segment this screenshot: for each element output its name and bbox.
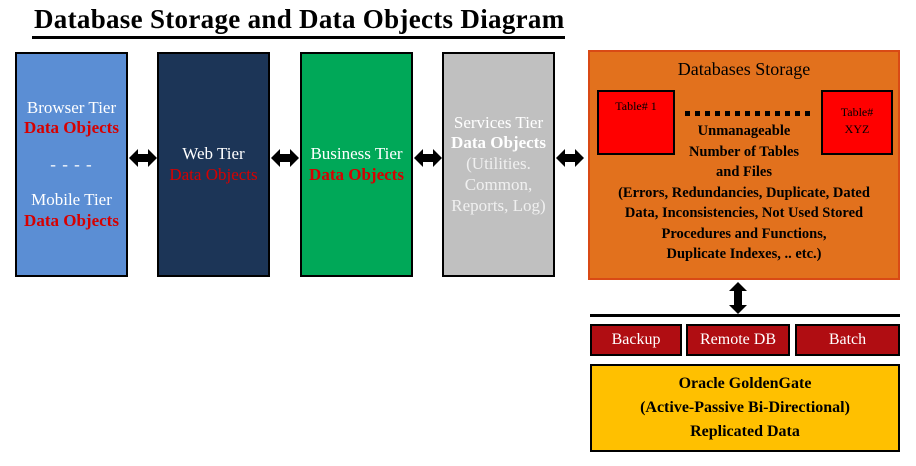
services-tier-sub-line-2: Common, bbox=[464, 174, 533, 194]
title-underline bbox=[32, 36, 565, 39]
storage-body-line: (Errors, Redundancies, Duplicate, Dated bbox=[618, 184, 870, 201]
web-tier-data-objects: Data Objects bbox=[169, 164, 258, 184]
storage-body-line: Unmanageable bbox=[697, 123, 791, 139]
arrow-shaft bbox=[734, 289, 742, 307]
arrow-head-left bbox=[414, 149, 423, 167]
storage-body-line: and Files bbox=[716, 164, 772, 181]
arrow-head-right bbox=[290, 149, 299, 167]
double-headed-vertical-arrow-icon bbox=[729, 282, 747, 314]
table-box-last-label-line2: XYZ bbox=[844, 121, 870, 136]
arrow-head-right bbox=[575, 149, 584, 167]
table-box-first: Table# 1 bbox=[597, 90, 675, 155]
dotted-separator-icon bbox=[685, 111, 813, 116]
arrow-head-right bbox=[433, 149, 442, 167]
services-tier-label: Services Tier bbox=[453, 112, 544, 132]
arrow-shaft bbox=[136, 154, 150, 162]
backup-label: Backup bbox=[611, 331, 661, 348]
tier-web: Web Tier Data Objects bbox=[157, 52, 270, 277]
services-tier-sub-line-1: (Utilities. bbox=[466, 154, 531, 174]
storage-body-line: Number of Tables bbox=[688, 143, 800, 160]
batch-label: Batch bbox=[828, 331, 867, 348]
tier-services: Services Tier Data Objects (Utilities. C… bbox=[442, 52, 555, 277]
services-tier-data-objects: Data Objects bbox=[451, 133, 546, 153]
browser-tier-label: Browser Tier bbox=[26, 97, 117, 117]
browser-tier-data-objects: Data Objects bbox=[24, 118, 119, 138]
page-title: Database Storage and Data Objects Diagra… bbox=[34, 4, 565, 34]
goldengate-line: Oracle GoldenGate bbox=[678, 375, 812, 392]
arrow-shaft bbox=[278, 154, 292, 162]
oracle-goldengate-box: Oracle GoldenGate (Active-Passive Bi-Dir… bbox=[590, 364, 900, 452]
remote-db-box: Remote DB bbox=[686, 324, 790, 356]
storage-body-line: Duplicate Indexes, .. etc.) bbox=[666, 246, 822, 263]
web-tier-label: Web Tier bbox=[182, 143, 245, 163]
double-headed-horizontal-arrow-icon bbox=[414, 149, 442, 167]
table-box-first-label: Table# 1 bbox=[615, 99, 657, 113]
arrow-head-left bbox=[129, 149, 138, 167]
services-tier-sub-line-3: Reports, Log) bbox=[451, 195, 546, 215]
arrow-head-top bbox=[729, 282, 747, 291]
backup-box: Backup bbox=[590, 324, 682, 356]
tier-divider-dashes: - - - - bbox=[50, 155, 93, 175]
arrow-head-bottom bbox=[729, 305, 747, 314]
storage-body-line: Data, Inconsistencies, Not Used Stored bbox=[624, 205, 864, 222]
arrow-head-right bbox=[148, 149, 157, 167]
section-divider-rule bbox=[590, 314, 900, 317]
storage-body-line: Procedures and Functions, bbox=[661, 225, 827, 242]
double-headed-horizontal-arrow-icon bbox=[129, 149, 157, 167]
double-headed-horizontal-arrow-icon bbox=[556, 149, 584, 167]
double-headed-horizontal-arrow-icon bbox=[271, 149, 299, 167]
goldengate-line: (Active-Passive Bi-Directional) bbox=[640, 399, 850, 416]
mobile-tier-label: Mobile Tier bbox=[31, 189, 112, 209]
table-box-last-label-line1: Table# bbox=[840, 105, 874, 119]
batch-box: Batch bbox=[795, 324, 900, 356]
databases-storage-title: Databases Storage bbox=[677, 59, 811, 79]
arrow-head-left bbox=[271, 149, 280, 167]
arrow-shaft bbox=[421, 154, 435, 162]
databases-storage-description: Unmanageable Number of Tables and Files … bbox=[594, 121, 894, 265]
tier-browser-mobile: Browser Tier Data Objects - - - - Mobile… bbox=[15, 52, 128, 277]
tier-business: Business Tier Data Objects bbox=[300, 52, 413, 277]
arrow-head-left bbox=[556, 149, 565, 167]
business-tier-label: Business Tier bbox=[310, 143, 403, 163]
databases-storage-panel: Databases Storage Table# 1 Table# XYZ Un… bbox=[588, 50, 900, 280]
remote-db-label: Remote DB bbox=[700, 331, 776, 348]
business-tier-data-objects: Data Objects bbox=[309, 164, 404, 184]
table-box-last: Table# XYZ bbox=[821, 90, 893, 155]
arrow-shaft bbox=[563, 154, 577, 162]
mobile-tier-data-objects: Data Objects bbox=[24, 210, 119, 230]
goldengate-line: Replicated Data bbox=[690, 423, 800, 440]
